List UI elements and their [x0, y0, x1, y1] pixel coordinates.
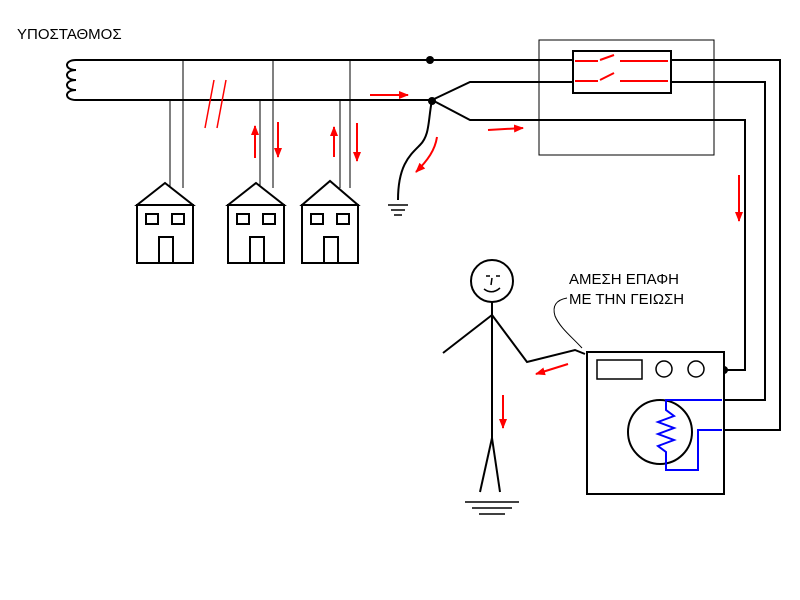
appliance-knob — [655, 360, 673, 378]
direct-contact-label-line2: ΜΕ ΤΗΝ ΓΕΙΩΣΗ — [569, 291, 685, 308]
transformer-coil-icon — [66, 59, 77, 101]
junction-dot — [428, 97, 436, 105]
house-icon — [225, 181, 287, 264]
breaker-switch-icon — [572, 50, 672, 94]
appliance-icon — [586, 351, 725, 495]
appliance-drum — [627, 399, 693, 465]
house-icon — [299, 179, 361, 264]
direct-contact-label: ΑΜΕΣΗ ΕΠΑΦΗ ΜΕ ΤΗΝ ΓΕΙΩΣΗ — [569, 270, 684, 310]
service-drops — [169, 60, 351, 188]
ground-symbol-icon — [388, 204, 408, 216]
distribution-lines — [76, 59, 781, 431]
current-arrow-icon — [415, 136, 438, 173]
person-icon — [442, 259, 586, 493]
distribution-panel — [538, 39, 715, 156]
line-break-marks — [204, 79, 227, 129]
house-icon — [134, 181, 196, 264]
appliance-display — [596, 359, 643, 380]
heater-element-icon — [655, 399, 722, 471]
callout-line — [553, 297, 583, 349]
appliance-knob — [687, 360, 705, 378]
current-arrow-icon — [487, 124, 524, 133]
current-arrow-icon — [535, 363, 569, 376]
substation-label: ΥΠΟΣΤΑΘΜΟΣ — [17, 26, 122, 43]
ground-symbol-icon — [465, 501, 519, 515]
current-arrows — [251, 91, 743, 429]
direct-contact-label-line1: ΑΜΕΣΗ ΕΠΑΦΗ — [569, 271, 679, 288]
junction-dot — [426, 56, 434, 64]
